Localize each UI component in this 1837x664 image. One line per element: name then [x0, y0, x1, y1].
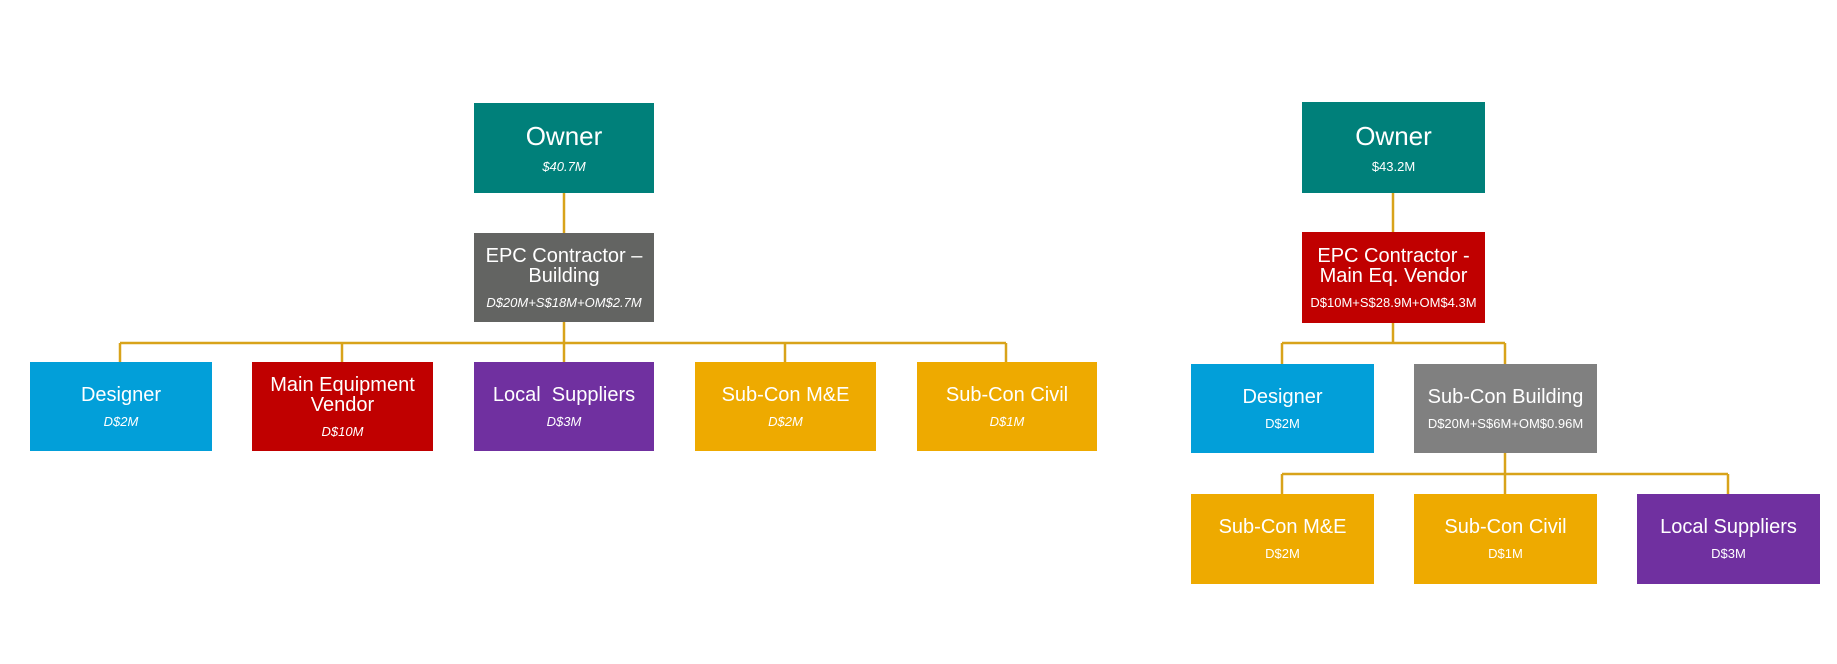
left-subcon-civil-title: Sub-Con Civil [945, 383, 1069, 406]
left-local-suppliers-box: Local Suppliers D$3M [474, 362, 654, 451]
right-subcon-me-amount: D$2M [1265, 546, 1300, 561]
right-owner-amount: $43.2M [1371, 158, 1416, 174]
left-designer-box: Designer D$2M [30, 362, 212, 451]
right-local-suppliers-box: Local Suppliers D$3M [1637, 494, 1820, 584]
right-local-suppliers-title: Local Suppliers [1660, 516, 1797, 538]
left-owner-box: Owner $40.7M [474, 103, 654, 193]
left-main-vendor-box: Main Equipment Vendor D$10M [252, 362, 433, 451]
right-subcon-me-box: Sub-Con M&E D$2M [1191, 494, 1374, 584]
right-designer-box: Designer D$2M [1191, 364, 1374, 453]
right-epc-box: EPC Contractor - Main Eq. Vendor D$10M+S… [1302, 232, 1485, 323]
left-subcon-civil-box: Sub-Con Civil D$1M [917, 362, 1097, 451]
right-epc-amount: D$10M+S$28.9M+OM$4.3M [1310, 294, 1477, 310]
right-subcon-civil-amount: D$1M [1488, 546, 1523, 561]
right-subcon-building-box: Sub-Con Building D$20M+S$6M+OM$0.96M [1414, 364, 1597, 453]
left-designer-amount: D$2M [103, 413, 139, 429]
right-subcon-me-title: Sub-Con M&E [1218, 516, 1347, 538]
left-subcon-me-title: Sub-Con M&E [721, 383, 850, 406]
left-main-vendor-amount: D$10M [321, 423, 364, 439]
right-owner-box: Owner $43.2M [1302, 102, 1485, 193]
left-local-suppliers-amount: D$3M [546, 413, 582, 429]
right-subcon-building-amount: D$20M+S$6M+OM$0.96M [1427, 415, 1584, 431]
left-epc-box: EPC Contractor – Building D$20M+S$18M+OM… [474, 233, 654, 322]
right-subcon-civil-box: Sub-Con Civil D$1M [1414, 494, 1597, 584]
left-local-suppliers-title: Local Suppliers [492, 383, 636, 406]
left-owner-amount: $40.7M [542, 159, 586, 174]
right-subcon-civil-title: Sub-Con Civil [1444, 516, 1567, 538]
left-subcon-me-box: Sub-Con M&E D$2M [695, 362, 876, 451]
right-local-suppliers-amount: D$3M [1711, 546, 1746, 561]
left-designer-title: Designer [80, 383, 162, 406]
left-subcon-civil-amount: D$1M [989, 413, 1025, 429]
right-subcon-building-title: Sub-Con Building [1427, 385, 1584, 408]
left-epc-title: EPC Contractor – Building [485, 244, 643, 287]
left-epc-amount: D$20M+S$18M+OM$2.7M [486, 294, 642, 310]
left-main-vendor-title: Main Equipment Vendor [270, 373, 415, 416]
right-designer-title: Designer [1242, 385, 1323, 408]
right-owner-title: Owner [1355, 120, 1432, 151]
right-designer-amount: D$2M [1265, 415, 1300, 431]
left-subcon-me-amount: D$2M [768, 413, 803, 429]
right-epc-title: EPC Contractor - Main Eq. Vendor [1317, 244, 1470, 287]
left-owner-title: Owner [525, 121, 603, 151]
